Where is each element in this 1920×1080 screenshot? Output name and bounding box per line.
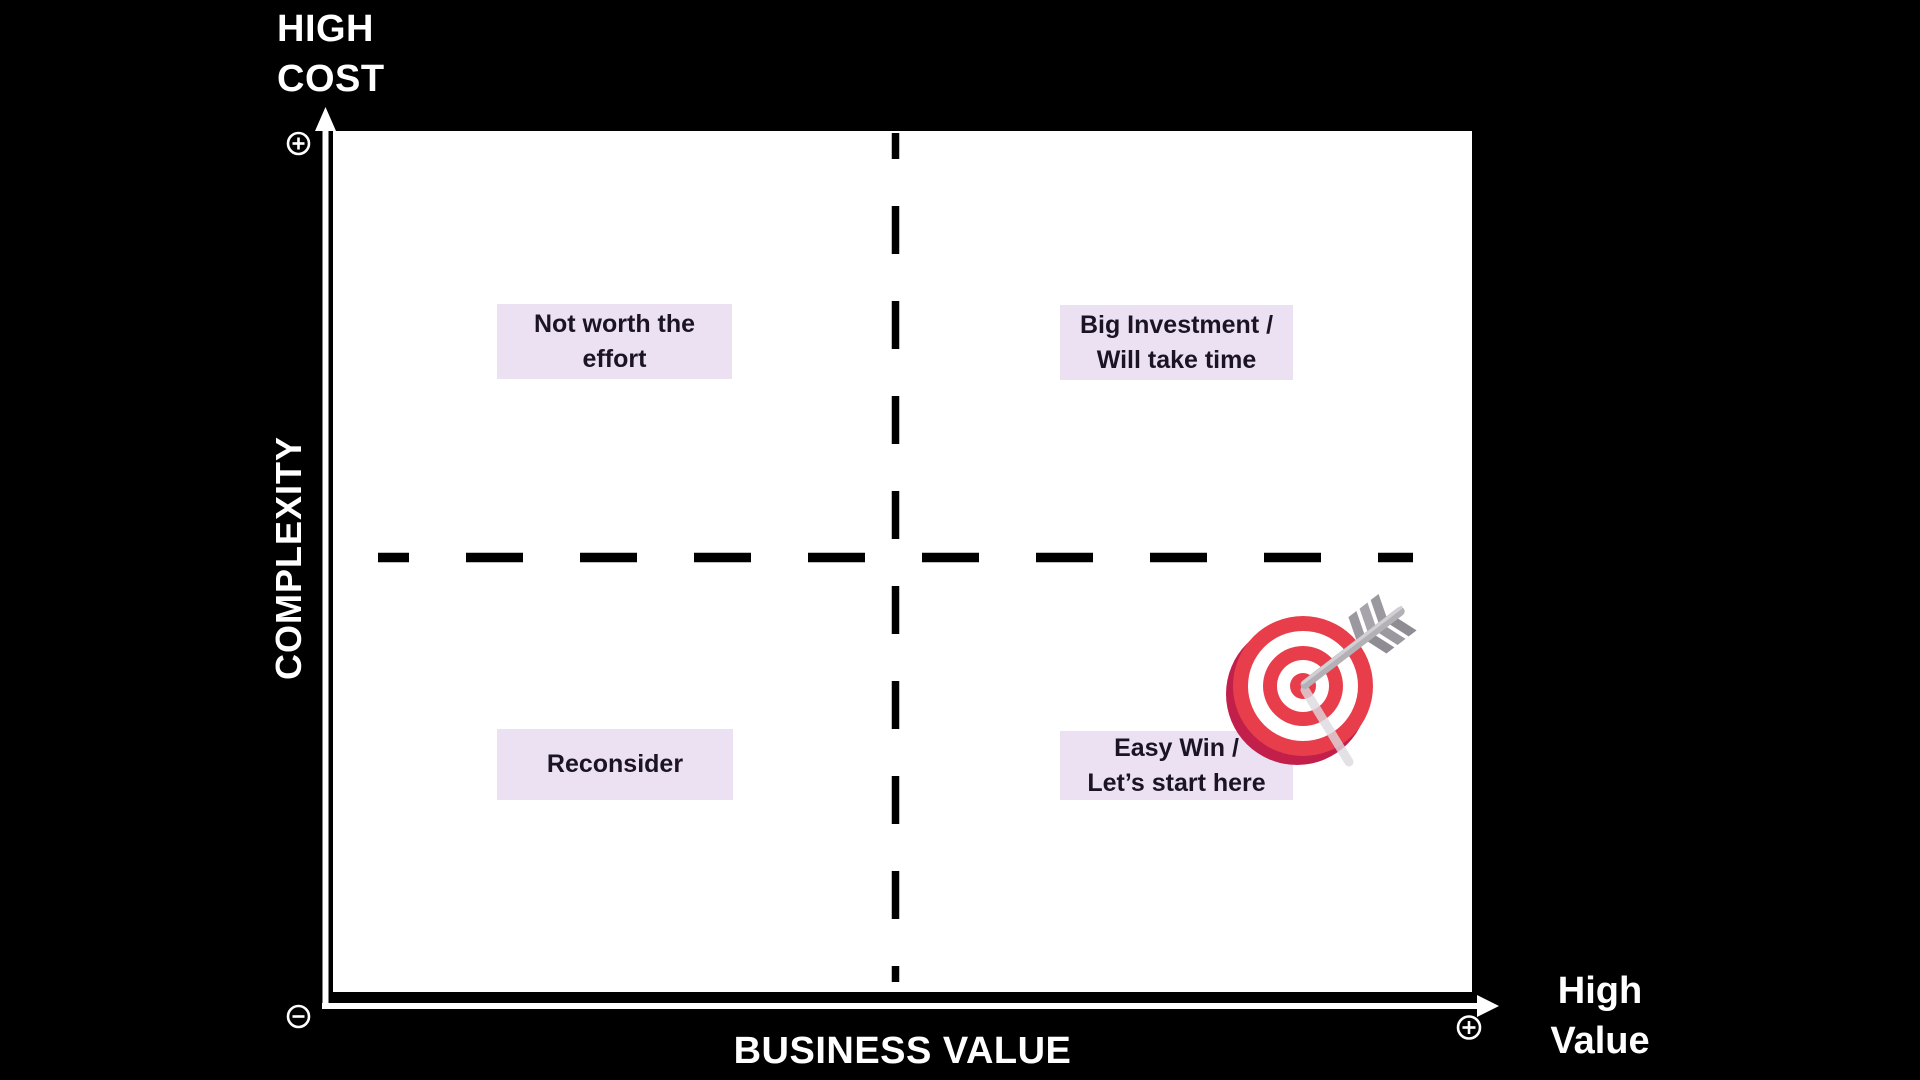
quadrant-label-line: Will take time	[1096, 345, 1257, 374]
dart-arrow	[1300, 593, 1417, 689]
quadrant-label-top-right: Big Investment / Will take time	[1060, 305, 1293, 380]
quadrant-label-line: Easy Win /	[1114, 733, 1239, 762]
x-axis-arrowhead	[1477, 995, 1499, 1017]
x-axis-right-label-line1: High	[1557, 970, 1643, 1012]
y-axis-arrowhead	[315, 107, 336, 131]
x-axis-right-label-line2: Value	[1550, 1020, 1650, 1062]
y-axis-top-label-line1: HIGH	[277, 8, 374, 50]
quadrant-label-line: Let’s start here	[1087, 768, 1266, 797]
y-axis	[315, 107, 336, 1008]
y-axis-top-label-line2: COST	[277, 58, 385, 100]
x-axis	[322, 995, 1499, 1017]
plus-circle-icon	[286, 131, 311, 156]
minus-circle-icon	[286, 1004, 311, 1029]
quadrant-label-line: effort	[582, 344, 647, 373]
quadrant-label-line: Reconsider	[546, 750, 684, 778]
dartboard	[1226, 616, 1373, 767]
quadrant-label-bottom-left: Reconsider	[497, 729, 733, 800]
quadrant-label-top-left: Not worth the effort	[497, 304, 732, 379]
y-axis-top-label: HIGH COST	[277, 4, 385, 104]
plus-circle-icon	[1456, 1015, 1482, 1040]
x-axis-label: BUSINESS VALUE	[733, 1030, 1072, 1072]
arrow-shadow	[1300, 685, 1354, 767]
quadrant-label-line: Not worth the	[533, 309, 696, 338]
quadrant-label-line: Big Investment /	[1079, 310, 1274, 339]
x-axis-right-label: High Value	[1500, 966, 1700, 1066]
